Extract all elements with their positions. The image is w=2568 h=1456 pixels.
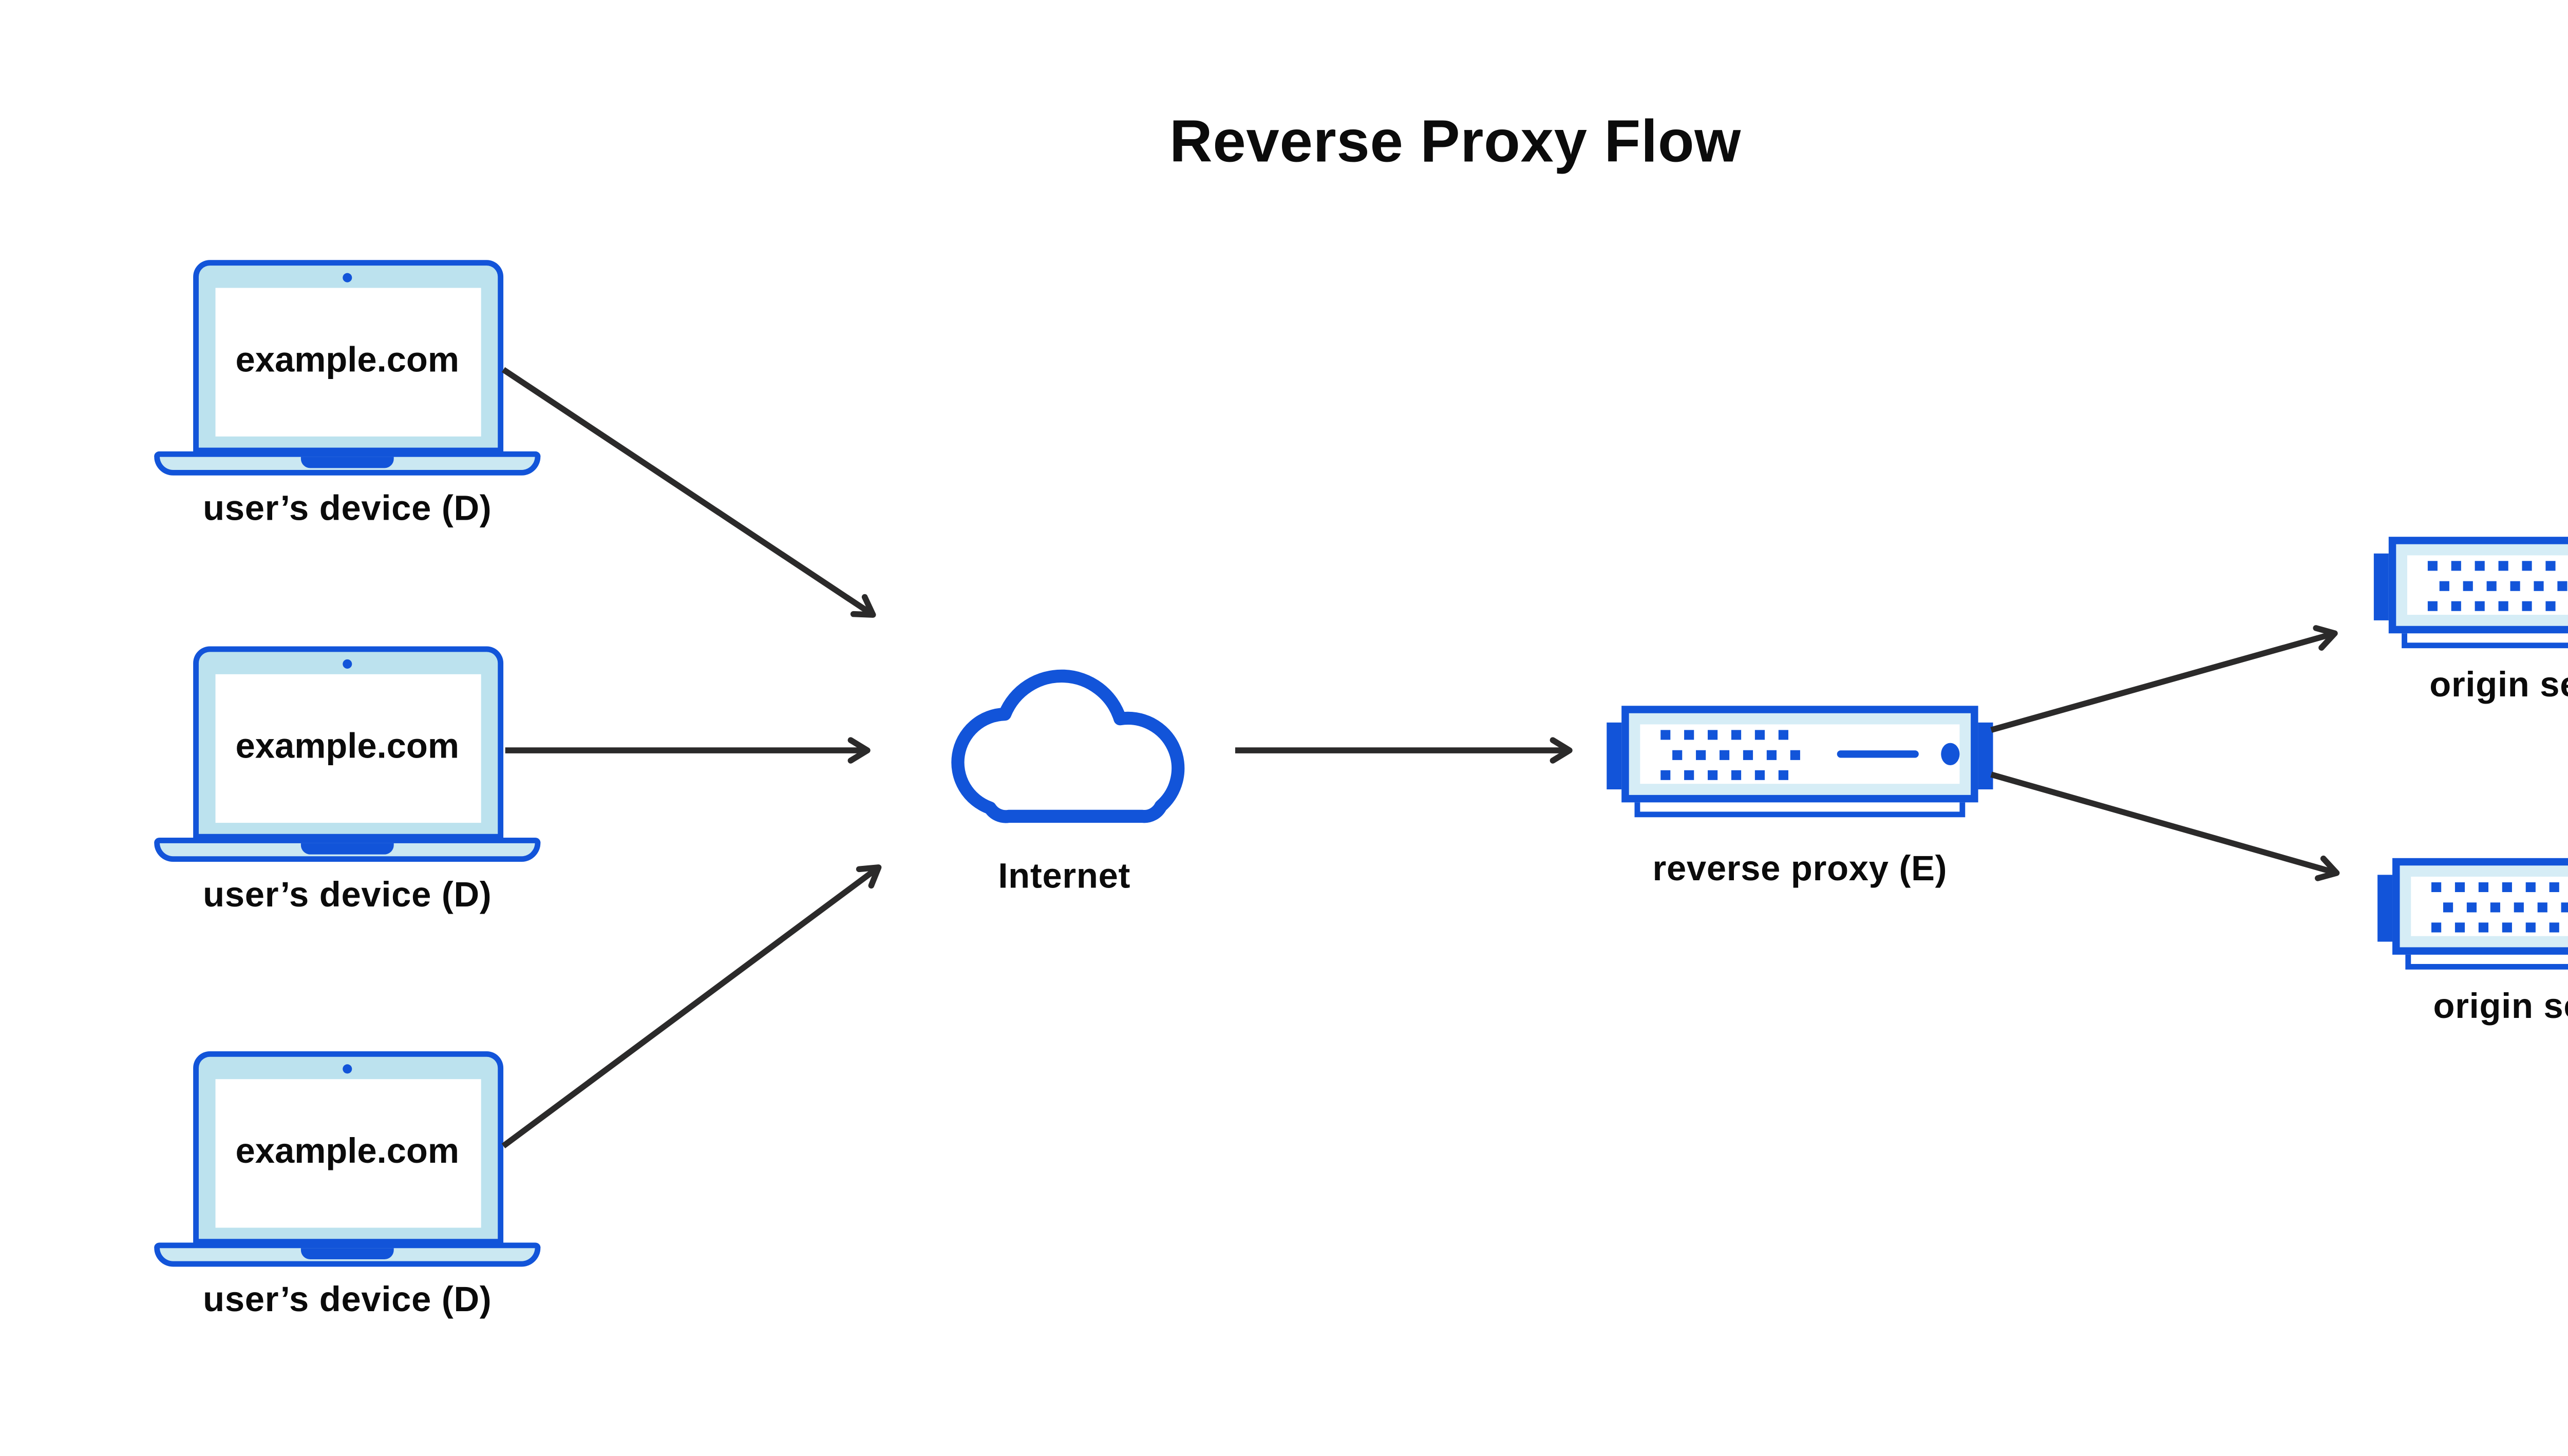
origin-server-label: origin server (F)	[2433, 988, 2568, 1027]
server-side-tab-icon	[2373, 553, 2391, 620]
laptop-display: example.com	[214, 288, 480, 437]
laptop-icon: example.com	[154, 260, 541, 476]
laptop-base	[154, 451, 541, 476]
laptop-icon: example.com	[154, 646, 541, 862]
laptop-screen: example.com	[192, 1051, 503, 1245]
origin-server-label: origin server (F)	[2429, 667, 2568, 706]
device-label: user’s device (D)	[203, 1281, 492, 1321]
laptop-base	[154, 838, 541, 862]
device-screen-text: example.com	[235, 342, 460, 381]
server-chassis	[1621, 706, 1978, 803]
laptop-notch	[300, 843, 394, 854]
arrow-proxy-to-origin1	[1990, 625, 2338, 733]
arrow-proxy-to-origin2	[1990, 771, 2340, 881]
reverse-proxy-node: reverse proxy (E)	[1607, 706, 1993, 892]
server-chassis	[2388, 537, 2568, 634]
camera-dot-icon	[343, 273, 352, 282]
internet-node: Internet	[923, 654, 1205, 899]
server-icon	[2373, 537, 2568, 649]
server-icon	[2377, 858, 2568, 970]
led-icon	[1941, 743, 1960, 765]
diagram-title: Reverse Proxy Flow	[1169, 107, 1742, 175]
laptop-display: example.com	[214, 674, 480, 823]
origin-server-node-1: origin server (F)	[2373, 537, 2568, 708]
laptop-screen: example.com	[192, 260, 503, 453]
laptop-display: example.com	[214, 1079, 480, 1228]
camera-dot-icon	[343, 659, 352, 669]
laptop-icon: example.com	[154, 1051, 541, 1267]
server-side-tab-icon	[1976, 722, 1993, 790]
server-faceplate	[2411, 876, 2568, 936]
server-faceplate	[2407, 555, 2568, 615]
server-faceplate	[1640, 724, 1960, 784]
user-device-node-1: example.com user’s device (D)	[154, 260, 541, 531]
server-slot-line-icon	[1837, 750, 1919, 758]
server-icon	[1607, 706, 1993, 818]
vent-pattern-icon	[2427, 560, 2567, 611]
cloud-icon	[951, 669, 1185, 823]
server-side-tab-icon	[1607, 722, 1623, 790]
user-device-node-3: example.com user’s device (D)	[154, 1051, 541, 1322]
device-label: user’s device (D)	[203, 876, 492, 916]
device-screen-text: example.com	[235, 1133, 460, 1173]
origin-server-node-2: origin server (F)	[2377, 858, 2568, 1029]
camera-dot-icon	[343, 1064, 352, 1074]
device-screen-text: example.com	[235, 728, 460, 767]
vent-pattern-icon	[1660, 729, 1800, 780]
laptop-notch	[300, 457, 394, 467]
device-label: user’s device (D)	[203, 490, 492, 530]
laptop-screen: example.com	[192, 646, 503, 840]
laptop-base	[154, 1242, 541, 1267]
laptop-notch	[300, 1248, 394, 1259]
reverse-proxy-label: reverse proxy (E)	[1652, 850, 1948, 890]
server-chassis	[2392, 858, 2568, 955]
internet-label: Internet	[998, 858, 1131, 897]
vent-pattern-icon	[2431, 881, 2568, 932]
server-side-tab-icon	[2377, 875, 2394, 942]
arrow-device1-to-internet	[501, 367, 876, 618]
user-device-node-2: example.com user’s device (D)	[154, 646, 541, 918]
arrow-device3-to-internet	[501, 864, 882, 1149]
